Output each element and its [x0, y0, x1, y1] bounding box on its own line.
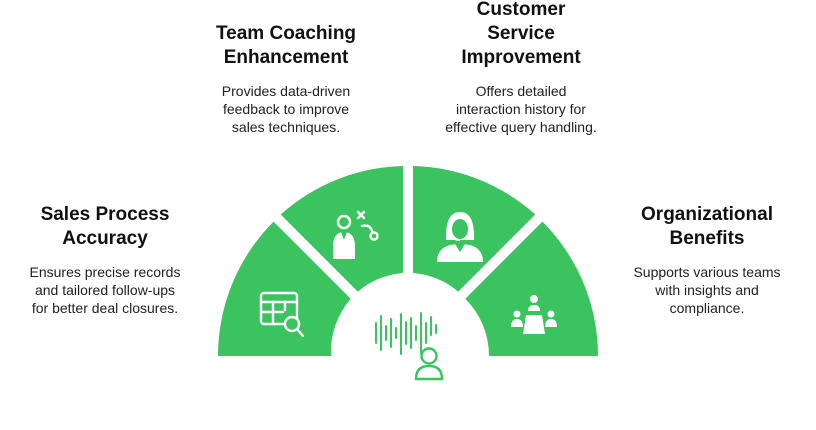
segment-description: Ensures precise records and tailored fol…: [29, 264, 181, 316]
segment-description: Supports various teams with insights and…: [633, 264, 781, 316]
coach-strategy-icon: [333, 210, 379, 259]
segment-title: Customer Service Improvement: [461, 0, 581, 68]
segment-title: Sales Process Accuracy: [40, 204, 170, 249]
segment-sales-process-accuracy: [217, 221, 351, 356]
segment-text-customer-service-improvement: Customer Service Improvement Offers deta…: [421, 0, 621, 136]
segment-text-sales-process-accuracy: Sales Process Accuracy Ensures precise r…: [10, 203, 200, 317]
segment-description: Provides data-driven feedback to improve…: [221, 83, 351, 135]
team-meeting-icon: [511, 295, 557, 334]
segment-title: Team Coaching Enhancement: [215, 23, 357, 68]
spreadsheet-search-icon: [259, 291, 305, 338]
segment-organizational-benefits: [465, 221, 599, 356]
segment-title: Organizational Benefits: [641, 204, 773, 249]
segment-text-organizational-benefits: Organizational Benefits Supports various…: [612, 203, 802, 317]
segment-text-team-coaching-enhancement: Team Coaching Enhancement Provides data-…: [191, 22, 381, 136]
segment-description: Offers detailed interaction history for …: [445, 83, 597, 135]
voice-recording-user-icon: [375, 312, 444, 381]
support-agent-headset-icon: [437, 212, 483, 262]
